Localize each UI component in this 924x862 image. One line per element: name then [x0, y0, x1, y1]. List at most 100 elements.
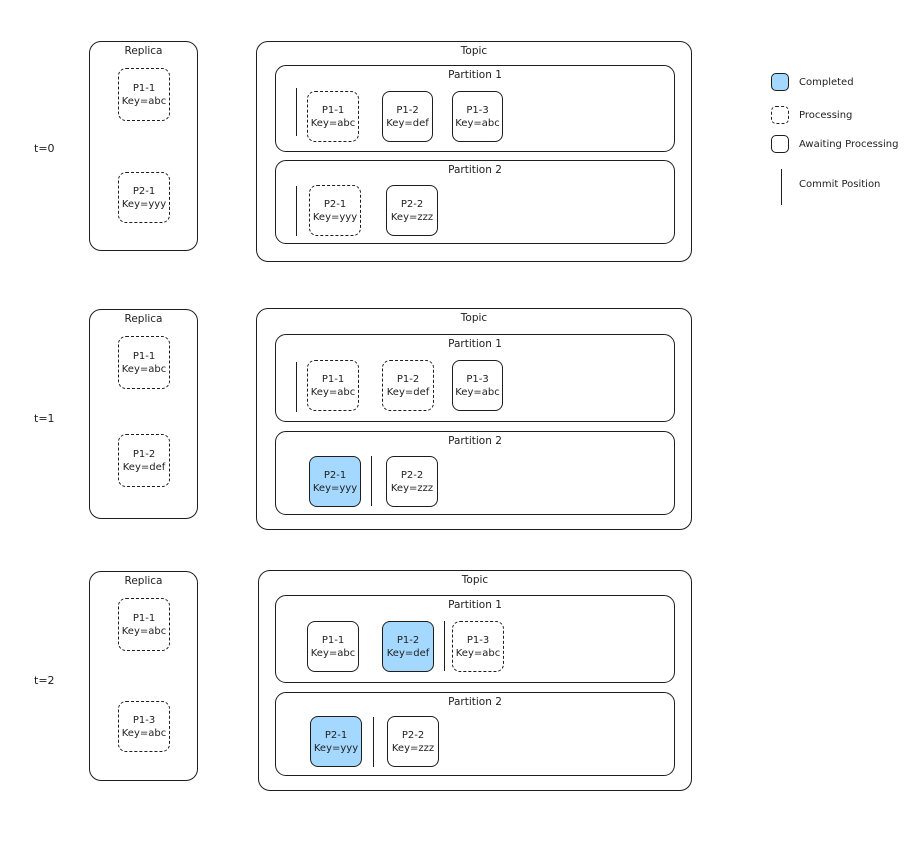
partition-title: Partition 1	[448, 599, 502, 611]
commit-position-marker	[296, 362, 297, 412]
replica-panel: Replica	[89, 309, 198, 519]
message-key: Key=zzz	[390, 211, 434, 223]
replica-message: P1-1 Key=abc	[118, 598, 170, 651]
message-id: P1-2	[396, 634, 420, 646]
replica-panel: Replica	[89, 41, 198, 251]
commit-position-marker	[444, 621, 445, 671]
topic-title: Topic	[461, 574, 489, 586]
partition-message: P1-3 Key=abc	[452, 621, 504, 672]
legend-awaiting-label: Awaiting Processing	[799, 139, 899, 150]
partition-message: P1-3 Key=abc	[452, 360, 503, 411]
message-id: P2-1	[323, 469, 347, 481]
commit-position-marker	[296, 88, 297, 136]
legend-awaiting-swatch	[771, 135, 789, 153]
replica-message: P1-1 Key=abc	[118, 336, 170, 389]
message-id: P1-3	[466, 104, 489, 116]
message-key: Key=def	[386, 647, 430, 659]
replica-panel: Replica	[89, 571, 198, 781]
commit-position-marker	[371, 456, 372, 506]
partition-message: P1-2 Key=def	[382, 91, 433, 142]
partition-message: P2-2 Key=zzz	[387, 716, 439, 767]
replica-title: Replica	[124, 313, 163, 325]
message-id: P2-2	[400, 469, 424, 481]
message-key: Key=abc	[455, 386, 500, 398]
commit-position-marker	[373, 717, 374, 767]
message-id: P2-2	[401, 729, 425, 741]
timestep-label: t=2	[34, 674, 55, 687]
partition-message: P2-1 Key=yyy	[309, 185, 361, 236]
message-id: P2-1	[323, 198, 347, 210]
message-id: P1-1	[321, 104, 345, 116]
message-id: P1-2	[396, 104, 419, 116]
message-key: Key=abc	[121, 625, 167, 637]
message-key: Key=def	[386, 386, 430, 398]
replica-message: P1-2 Key=def	[118, 434, 170, 487]
message-key: Key=zzz	[390, 482, 434, 494]
message-id: P1-3	[132, 714, 156, 726]
legend-commit-swatch	[781, 169, 782, 205]
topic-panel: Topic	[258, 570, 692, 791]
partition-title: Partition 1	[448, 69, 502, 81]
commit-position-marker	[296, 186, 297, 236]
message-key: Key=abc	[121, 363, 167, 375]
replica-message: P2-1 Key=yyy	[118, 172, 170, 223]
partition-title: Partition 2	[448, 164, 502, 176]
message-key: Key=yyy	[312, 482, 358, 494]
partition-2: Partition 2	[275, 431, 675, 515]
partition-message: P1-1 Key=abc	[307, 621, 359, 672]
message-key: Key=abc	[455, 647, 501, 659]
message-key: Key=abc	[455, 117, 500, 129]
partition-message: P2-1 Key=yyy	[310, 716, 362, 767]
message-key: Key=def	[386, 117, 429, 129]
message-id: P1-3	[466, 373, 489, 385]
partition-message: P1-1 Key=abc	[307, 360, 359, 411]
message-key: Key=yyy	[121, 198, 167, 210]
partition-1: Partition 1	[275, 334, 675, 422]
partition-message: P2-1 Key=yyy	[309, 456, 361, 507]
replica-title: Replica	[124, 575, 163, 587]
message-id: P1-1	[321, 634, 345, 646]
message-id: P1-2	[132, 448, 156, 460]
topic-panel: Topic	[256, 308, 692, 530]
legend-completed-swatch	[771, 73, 789, 91]
partition-title: Partition 2	[448, 435, 502, 447]
message-id: P1-2	[396, 373, 420, 385]
partition-title: Partition 2	[448, 696, 502, 708]
partition-1: Partition 1	[275, 65, 675, 152]
message-key: Key=def	[122, 461, 166, 473]
topic-panel: Topic	[256, 41, 692, 262]
legend-commit-label: Commit Position	[799, 179, 881, 190]
replica-message: P1-1 Key=abc	[118, 68, 170, 121]
partition-1: Partition 1	[275, 595, 675, 683]
partition-2: Partition 2	[275, 692, 675, 776]
message-id: P1-1	[321, 373, 345, 385]
partition-title: Partition 1	[448, 338, 502, 350]
legend-processing-label: Processing	[799, 110, 853, 121]
partition-message: P1-3 Key=abc	[452, 91, 503, 142]
message-key: Key=yyy	[313, 742, 359, 754]
message-id: P2-2	[400, 198, 424, 210]
message-key: Key=yyy	[312, 211, 358, 223]
legend-processing-swatch	[771, 106, 789, 124]
message-id: P1-1	[132, 350, 156, 362]
legend-completed-label: Completed	[799, 77, 854, 88]
message-id: P2-1	[132, 185, 156, 197]
message-key: Key=zzz	[391, 742, 435, 754]
replica-title: Replica	[124, 45, 163, 57]
timestep-label: t=0	[34, 142, 55, 155]
message-id: P1-3	[466, 634, 490, 646]
topic-title: Topic	[460, 45, 488, 57]
message-id: P1-1	[132, 82, 156, 94]
partition-message: P1-1 Key=abc	[307, 91, 359, 142]
partition-2: Partition 2	[275, 160, 675, 244]
partition-message: P1-2 Key=def	[382, 360, 434, 411]
message-key: Key=abc	[310, 386, 356, 398]
message-key: Key=abc	[121, 95, 167, 107]
partition-message: P2-2 Key=zzz	[386, 185, 438, 236]
partition-message: P2-2 Key=zzz	[386, 456, 438, 507]
message-id: P1-1	[132, 612, 156, 624]
partition-message: P1-2 Key=def	[382, 621, 434, 672]
replica-message: P1-3 Key=abc	[118, 701, 170, 752]
topic-title: Topic	[460, 312, 488, 324]
message-key: Key=abc	[310, 117, 356, 129]
